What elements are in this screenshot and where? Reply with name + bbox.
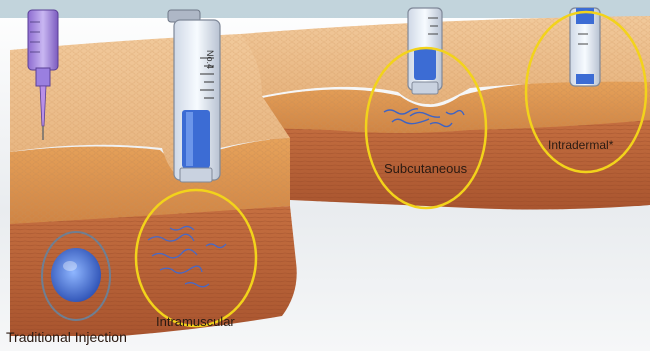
front-skin-slab: [10, 34, 297, 336]
syringe-marking: No.4: [205, 50, 215, 69]
intradermal-label: Intradermal*: [548, 138, 613, 152]
intradermal-syringe: [570, 8, 600, 86]
intramuscular-label: Intramuscular: [156, 314, 235, 329]
subcutaneous-label: Subcutaneous: [384, 161, 467, 176]
traditional-injection-label: Traditional Injection: [6, 329, 127, 345]
intramuscular-syringe: No.4: [168, 10, 220, 182]
